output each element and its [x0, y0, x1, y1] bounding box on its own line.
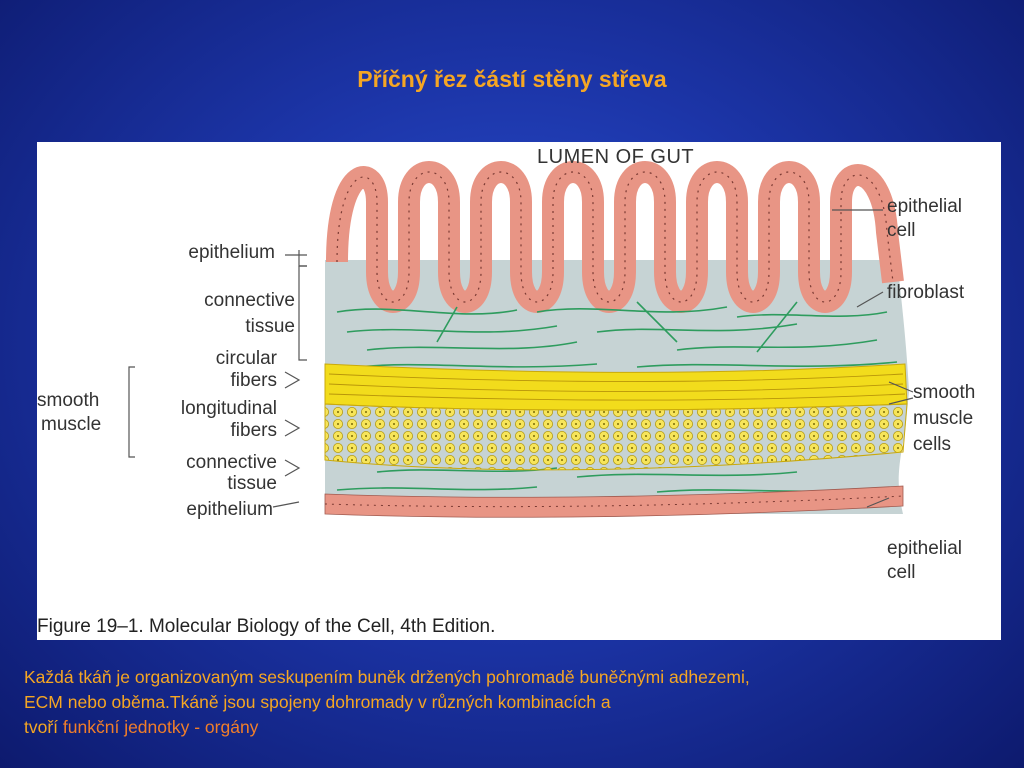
label-smooth-muscle-1: smooth	[37, 390, 100, 411]
label-connective-tissue-top-2: tissue	[245, 316, 295, 337]
label-connective-tissue-top-1: connective	[204, 290, 295, 311]
label-circular-fibers-2: fibers	[230, 370, 277, 391]
label-epithelial-cell-bottom-1: epithelial	[887, 538, 962, 559]
body-text-line-3: tvoří funkční jednotky - orgány	[24, 715, 1014, 740]
left-brackets	[128, 250, 307, 508]
label-smooth-muscle-cells-1: smooth	[913, 382, 976, 403]
body-text-line-2: ECM nebo oběma.Tkáně jsou spojeny dohrom…	[24, 692, 611, 712]
bottom-epithelium	[324, 485, 904, 518]
label-connective-tissue-bottom-2: tissue	[227, 473, 277, 494]
label-smooth-muscle-cells-3: cells	[913, 434, 952, 455]
body-text: Každá tkáň je organizovaným seskupením b…	[24, 665, 1014, 740]
label-circular-fibers-1: circular	[215, 348, 277, 369]
gut-wall-diagram	[128, 161, 914, 518]
longitudinal-muscle-layer	[324, 403, 908, 471]
lumen-label: LUMEN OF GUT	[537, 146, 695, 168]
label-connective-tissue-bottom-1: connective	[186, 452, 277, 473]
label-longitudinal-fibers-1: longitudinal	[180, 398, 277, 419]
label-epithelial-cell-top-1: epithelial	[887, 196, 962, 217]
figure-caption: Figure 19–1. Molecular Biology of the Ce…	[37, 616, 496, 637]
slide-title: Příčný řez částí stěny střeva	[357, 66, 667, 92]
label-epithelial-cell-top-2: cell	[887, 220, 916, 241]
label-epithelial-cell-bottom-2: cell	[887, 562, 916, 583]
label-longitudinal-fibers-2: fibers	[230, 420, 277, 441]
gut-wall-figure: LUMEN OF GUT epithelium connective tissu…	[37, 142, 1001, 640]
body-text-line-1: Každá tkáň je organizovaným seskupením b…	[24, 667, 750, 687]
body-text-highlight: funkční jednotky - orgány	[62, 717, 259, 737]
label-epithelium-bottom: epithelium	[186, 499, 273, 520]
label-smooth-muscle-2: muscle	[41, 414, 102, 435]
label-epithelium-top: epithelium	[188, 242, 275, 263]
right-leaders	[832, 209, 914, 508]
label-fibroblast: fibroblast	[887, 282, 965, 303]
villi-epithelium	[326, 161, 904, 313]
body-text-line-3-start: tvoří	[24, 717, 63, 737]
label-smooth-muscle-cells-2: muscle	[913, 408, 974, 429]
